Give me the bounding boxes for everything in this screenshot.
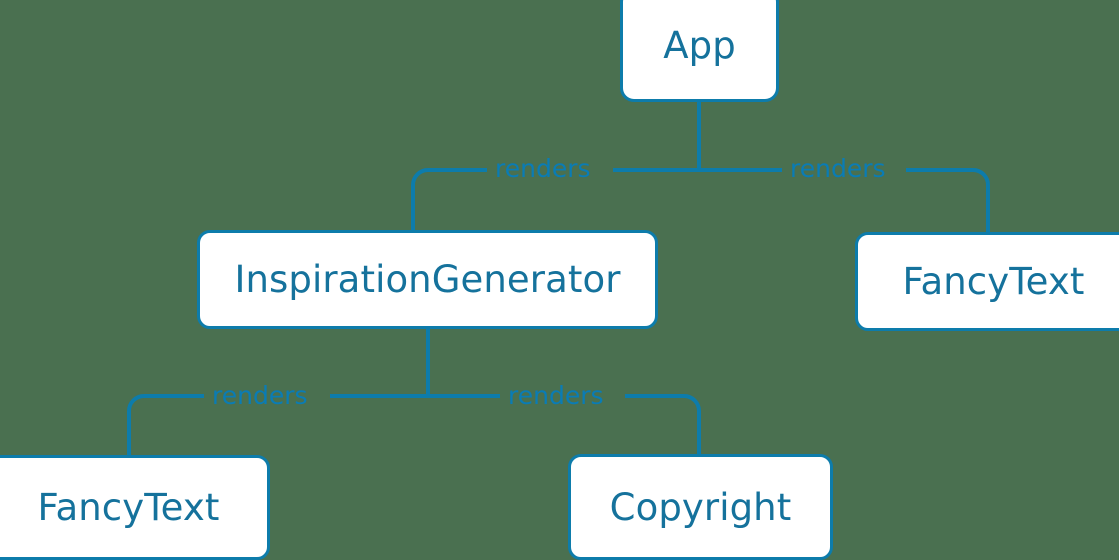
node-app-label: App	[663, 23, 736, 67]
node-fancy-text-right[interactable]: FancyText	[855, 232, 1119, 331]
node-fancy-text-left[interactable]: FancyText	[0, 455, 270, 560]
node-fancy-text-right-label: FancyText	[902, 260, 1085, 303]
edge-app-to-inspgen-elbow	[411, 168, 429, 230]
node-inspiration-generator-label: InspirationGenerator	[234, 258, 621, 301]
edge-inspgen-to-fancyleft-elbow	[127, 394, 145, 455]
node-app[interactable]: App	[620, 0, 779, 102]
edge-label-inspiration-generator-to-fancy-text-left: renders	[212, 381, 308, 410]
edge-label-app-to-fancy-text-right: renders	[790, 154, 886, 183]
edge-app-to-fancyright-elbow	[972, 168, 990, 232]
node-inspiration-generator[interactable]: InspirationGenerator	[197, 230, 658, 329]
node-copyright-label: Copyright	[609, 485, 792, 529]
edge-label-app-to-inspiration-generator: renders	[495, 154, 591, 183]
node-copyright[interactable]: Copyright	[568, 454, 833, 560]
node-fancy-text-left-label: FancyText	[37, 486, 220, 529]
edge-inspgen-to-copyright-elbow	[683, 394, 701, 454]
edge-label-inspiration-generator-to-copyright: renders	[508, 381, 604, 410]
